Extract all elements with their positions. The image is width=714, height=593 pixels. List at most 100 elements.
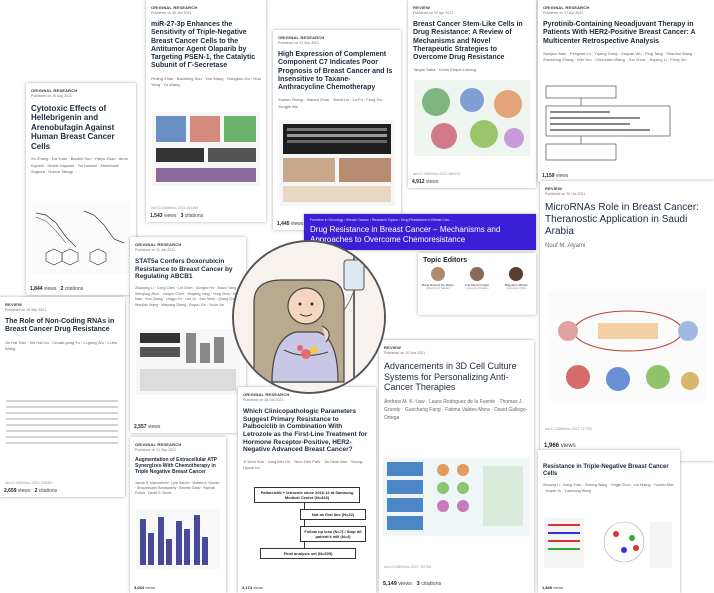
- article-type-label: ORIGINAL RESEARCH: [135, 442, 182, 447]
- article-authors: Ji Yeon Kim · Jung Min Oh · Yeon Hee Par…: [243, 458, 364, 471]
- article-title[interactable]: High Expression of Complement Component …: [278, 51, 393, 91]
- article-card-mir27[interactable]: ORIGINAL RESEARCH Published on 08 Jun 20…: [146, 0, 266, 222]
- avatar: [509, 267, 524, 281]
- flowchart: Palbociclib + letrozole since 2016.12 at…: [244, 487, 370, 569]
- article-title[interactable]: MicroRNAs Role in Breast Cancer: Therano…: [545, 202, 699, 237]
- publish-date: Published on 25 Oct 2021: [545, 192, 586, 196]
- article-metrics: 2,557 views: [134, 424, 161, 430]
- article-figure: [545, 85, 671, 161]
- article-type-label: REVIEW: [384, 345, 401, 350]
- article-card-stat5a[interactable]: ORIGINAL RESEARCH Published on 11 Jun 20…: [130, 237, 246, 433]
- flow-step-4: Final analysis set (N=305): [260, 548, 356, 559]
- article-figure: [414, 80, 530, 156]
- article-figure: [383, 458, 529, 536]
- article-authors: Jin Hai Tian · Shi Hai Liu · Chuan-yang …: [5, 339, 118, 351]
- article-type-label: ORIGINAL RESEARCH: [151, 5, 198, 10]
- article-figure: [279, 120, 395, 206]
- publish-date: Published on 21 Sep 2021: [135, 448, 177, 452]
- editor-name: Bagyabrin Biman: [504, 283, 528, 287]
- article-authors: Xuelun Zhang · Xiaoen Zhou · Xiaoli Liu …: [278, 97, 385, 109]
- article-figure: [136, 329, 240, 395]
- article-title[interactable]: The Role of Non-Coding RNAs in Breast Ca…: [5, 318, 115, 334]
- editor-affiliation: University of Naples: [465, 287, 489, 290]
- article-title[interactable]: Augmentation of Extracellular ATP Synerg…: [135, 457, 217, 475]
- research-topic-header: Frontiers in Oncology › Breast Cancer › …: [304, 214, 536, 250]
- article-metrics: 5,149 views 3 citations: [383, 581, 442, 587]
- article-authors: Jasmin R. Manouchehri · Lynn Marcho · Ma…: [135, 480, 220, 495]
- article-doi[interactable]: doi:10.3389/fonc.2021.856974: [413, 172, 461, 176]
- article-type-label: ORIGINAL RESEARCH: [278, 35, 325, 40]
- editor-name: Maria Rosaria De Miglio: [421, 283, 454, 287]
- topic-editors-heading: Topic Editors: [423, 257, 468, 264]
- article-figure: [136, 509, 220, 569]
- patient-chemotherapy-illustration: [234, 242, 384, 392]
- article-metrics: 4,912 views: [412, 179, 439, 185]
- article-metrics: 2,659 views 2 citations: [4, 488, 58, 494]
- article-title[interactable]: Pyrotinib-Containing Neoadjuvant Therapy…: [543, 21, 696, 45]
- article-card-stem-cells[interactable]: REVIEW Published on 29 Apr 2021 Breast C…: [408, 0, 536, 188]
- article-authors: Xiaoyun Mao · Pengwei Lu · Yipeng Gong ·…: [543, 50, 695, 63]
- editor-affiliation: University of Oslo: [506, 287, 527, 290]
- article-card-noncoding[interactable]: REVIEW Published on 15 Sep 2021 The Role…: [0, 297, 125, 497]
- publish-date: Published on 28 Oct 2021: [243, 398, 284, 402]
- article-type-label: REVIEW: [5, 302, 22, 307]
- avatar: [430, 267, 445, 281]
- article-doi[interactable]: doi:10.3389/fonc.2021.717759: [545, 427, 593, 431]
- article-card-3d-culture[interactable]: REVIEW Published on 10 Nov 2021 Advancem…: [379, 340, 534, 593]
- article-metrics: 1,159 views: [542, 173, 569, 179]
- topic-editors-panel: Topic Editors Maria Rosaria De Miglio Un…: [418, 253, 536, 315]
- publish-date: Published on 15 Sep 2021: [5, 308, 47, 312]
- article-authors: Andrew M. K. Law · Laura Rodriguez de la…: [384, 398, 528, 421]
- article-card-micrornas[interactable]: REVIEW Published on 25 Oct 2021 MicroRNA…: [540, 181, 714, 461]
- publish-date: Published on 11 Jun 2021: [135, 248, 176, 252]
- article-metrics: 1,966 views: [544, 443, 576, 449]
- publish-date: Published on 21 Sep 2021: [278, 41, 320, 45]
- article-metrics: 1,445 views: [277, 221, 304, 227]
- article-card-cytotoxic[interactable]: ORIGINAL RESEARCH Published on 26 Aug 20…: [26, 83, 136, 295]
- article-type-label: ORIGINAL RESEARCH: [543, 5, 590, 10]
- editor-card[interactable]: Ana Maria Ciniglio University of Naples: [459, 267, 495, 290]
- article-title[interactable]: Advancements in 3D Cell Culture Systems …: [384, 361, 517, 393]
- topic-illustration: [234, 242, 384, 392]
- article-card-complement[interactable]: ORIGINAL RESEARCH Published on 21 Sep 20…: [273, 30, 401, 230]
- article-authors: Zhaoying Li · Cong Chen · Lin Chen · Don…: [135, 285, 241, 308]
- article-metrics: 1,543 views 3 citations: [150, 213, 204, 219]
- article-type-label: ORIGINAL RESEARCH: [243, 392, 290, 397]
- publish-date: Published on 26 Aug 2021: [31, 94, 72, 98]
- article-title[interactable]: Resistance in Triple-Negative Breast Can…: [543, 464, 669, 478]
- article-doi[interactable]: doi:10.3389/fonc.2021.782766: [384, 565, 432, 569]
- article-card-palbociclib[interactable]: ORIGINAL RESEARCH Published on 28 Oct 20…: [238, 387, 376, 593]
- article-title[interactable]: Breast Cancer Stem-Like Cells in Drug Re…: [413, 21, 523, 61]
- editor-card[interactable]: Maria Rosaria De Miglio University of Sa…: [420, 267, 456, 290]
- article-figure: [32, 203, 130, 273]
- article-card-augmentation[interactable]: ORIGINAL RESEARCH Published on 21 Sep 20…: [130, 437, 226, 593]
- article-authors: Xu Zhang · Da Yuan · Baobin Sun · Haiyu …: [31, 156, 128, 174]
- article-type-label: ORIGINAL RESEARCH: [135, 242, 182, 247]
- article-title[interactable]: STAT5a Confers Doxorubicin Resistance to…: [135, 258, 233, 281]
- publish-date: Published on 10 Nov 2021: [384, 351, 426, 355]
- article-figure: [6, 400, 118, 444]
- article-type-label: REVIEW: [545, 186, 562, 191]
- article-title[interactable]: Which Clinicopathologic Parameters Sugge…: [243, 408, 368, 454]
- article-doi[interactable]: doi:10.3389/fonc.2021.641469: [151, 206, 199, 210]
- topic-title: Drug Resistance in Breast Cancer – Mecha…: [310, 225, 501, 244]
- article-authors: Nouf M. Alyami: [545, 243, 586, 250]
- article-title[interactable]: miR-27-3p Enhances the Sensitivity of Tr…: [151, 21, 256, 70]
- article-title[interactable]: Cytotoxic Effects of Hellebrigenin and A…: [31, 104, 115, 151]
- article-metrics: 2,174 views: [242, 585, 264, 590]
- article-doi[interactable]: doi:10.3389/fonc.2021.702082: [5, 481, 53, 485]
- article-type-label: REVIEW: [413, 5, 430, 10]
- publish-date: Published on 08 Jun 2021: [151, 11, 192, 15]
- editor-affiliation: University of Sassari: [425, 287, 450, 290]
- article-metrics: 1,844 views 2 citations: [30, 286, 84, 292]
- flow-step-2: Not as first line (N=22): [300, 509, 366, 520]
- article-figure: [544, 518, 672, 568]
- article-card-tnbc-resistance[interactable]: Resistance in Triple-Negative Breast Can…: [538, 450, 680, 593]
- article-figure: [152, 112, 260, 186]
- editor-name: Ana Maria Ciniglio: [464, 283, 490, 287]
- editor-card[interactable]: Bagyabrin Biman University of Oslo: [498, 267, 534, 290]
- avatar: [469, 267, 484, 281]
- article-card-pyrotinib[interactable]: ORIGINAL RESEARCH Published on 07 Apr 20…: [538, 0, 714, 182]
- breadcrumb[interactable]: Frontiers in Oncology › Breast Cancer › …: [310, 218, 452, 222]
- article-metrics: 3,034 views: [134, 585, 156, 590]
